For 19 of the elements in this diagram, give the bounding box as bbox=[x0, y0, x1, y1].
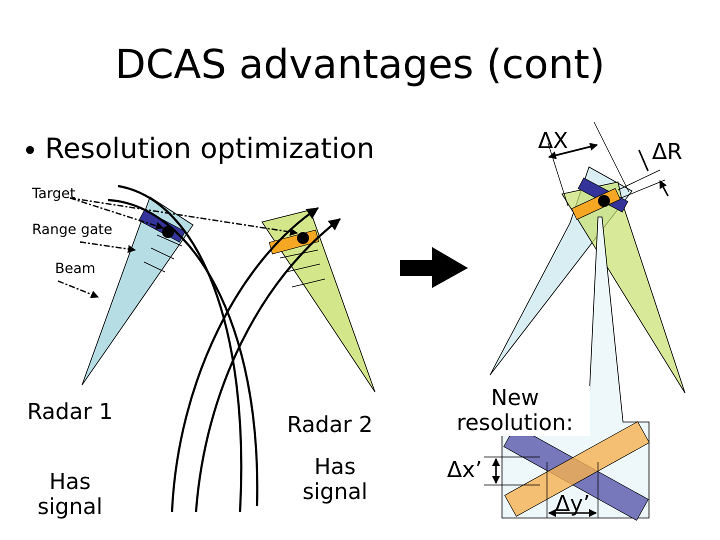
radar-label: Radar 2 bbox=[287, 413, 373, 438]
leader-line bbox=[80, 241, 136, 253]
callout-text: Range gate bbox=[32, 222, 112, 238]
target-dot bbox=[598, 195, 610, 207]
dimension-label: ΔR bbox=[652, 140, 682, 165]
callout-text: Target bbox=[32, 186, 76, 202]
leader-line bbox=[70, 197, 164, 230]
dimension-label: ΔX bbox=[538, 129, 568, 154]
bullet-text: Resolution optimization bbox=[45, 132, 374, 165]
slide-title: DCAS advantages (cont) bbox=[114, 42, 606, 88]
dimension-label: Δy’ bbox=[555, 492, 590, 517]
status-label: Has signal bbox=[301, 455, 369, 505]
leader-line bbox=[58, 280, 99, 298]
target-dot bbox=[297, 232, 309, 244]
status-label: Has signal bbox=[36, 470, 104, 520]
leader-line bbox=[70, 197, 298, 236]
callout-text: Beam bbox=[55, 261, 96, 277]
dimension-label: Δx’ bbox=[447, 458, 482, 483]
radar-label: Radar 1 bbox=[26, 400, 114, 425]
